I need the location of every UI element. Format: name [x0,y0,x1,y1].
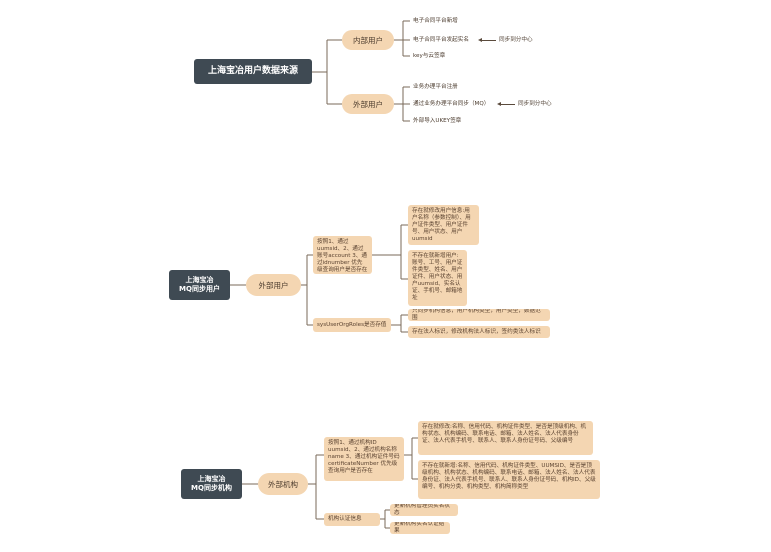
connector-d1-trunk [312,39,342,105]
leaf-internal-item-2: 电子合同平台发起实名 [413,37,469,43]
card-org-lookup-rule[interactable]: 按照1、通过机构ID uumsid、2、通过机构名称name 3、通过机构证件号… [324,437,404,481]
node-external-orgs[interactable]: 外部机构 [258,473,308,495]
node-internal-users[interactable]: 内部用户 [342,30,394,50]
card-org-exists-update[interactable]: 存在就修改:名称、信用代码、机构证件类型、是否是顶级机构、机构状态、机构编码、联… [418,421,593,455]
card-user-org-roles-check[interactable]: sysUserOrgRoles是否存值 [313,318,391,332]
connector-d3-branch [308,454,324,520]
leaf-external-item-3: 外部导入UKEY签章 [413,118,462,124]
connector-d3-judge [404,437,418,480]
sync-arrow-line [501,104,515,105]
card-user-exists-update[interactable]: 存在就修改用户信息:用户名称（参数控制）、用户证件类型、用户证件号、用户状态、用… [408,205,479,245]
card-auth-item-1[interactable]: 更新机构管理员实名状态 [390,504,458,516]
card-role-item-1[interactable]: 只同步机构信息，用户机构类型，用户类型，数据范围 [408,309,550,321]
connector-d2-roles [391,314,408,333]
root-node-mq-sync-orgs[interactable]: 上海宝冶 MQ同步机构 [181,469,242,499]
root-node-mq-sync-users[interactable]: 上海宝冶 MQ同步用户 [169,270,230,300]
root-node-user-data-source[interactable]: 上海宝冶用户数据来源 [194,59,312,84]
root-title-line-2: MQ同步用户 [179,285,220,293]
node-external-users[interactable]: 外部用户 [342,94,394,114]
card-org-auth-info[interactable]: 机构认证信息 [324,513,380,526]
leaf-external-item-2: 通过业务办理平台同步（MQ） [413,101,490,107]
connector-d2-branch [301,254,313,326]
arrow-left-icon [478,38,482,42]
card-role-item-2[interactable]: 存在法人标识，修改机构法人标识，签约类法人标识 [408,326,550,338]
root-title: 上海宝冶用户数据来源 [207,66,298,76]
leaf-internal-sync: 同步到分中心 [499,37,533,43]
sync-arrow-line [482,40,496,41]
leaf-external-item-1: 业务办理平台注册 [413,84,458,90]
leaf-internal-item-1: 电子合同平台新增 [413,18,458,24]
arrow-left-icon [497,102,501,106]
card-org-not-exists-create[interactable]: 不存在就新增:名称、信用代码、机构证件类型、UUMSID、是否是顶级机构、机构状… [418,460,600,499]
root-title-line-1: 上海宝冶 [197,475,226,483]
connector-d1-external [394,86,410,122]
card-user-not-exists-create[interactable]: 不存在就新增用户:账号、工号、用户证件类型、姓名、用户证件、用户状态、用户uum… [408,250,467,306]
connector-d3-auth [380,509,390,529]
leaf-internal-item-3: key与云签章 [413,53,446,59]
connector-d1-internal [394,20,410,57]
card-user-lookup-rule[interactable]: 按照1、通过uumsid、2、通过账号account 3、通过idnumber … [313,236,372,274]
node-external-users[interactable]: 外部用户 [246,274,301,296]
connector-d2-judge [372,224,408,280]
card-auth-item-2[interactable]: 更新机构实名认证结果 [390,522,450,534]
leaf-external-sync: 同步到分中心 [518,101,552,107]
root-title-line-1: 上海宝冶 [185,276,214,284]
root-title-line-2: MQ同步机构 [191,484,232,492]
